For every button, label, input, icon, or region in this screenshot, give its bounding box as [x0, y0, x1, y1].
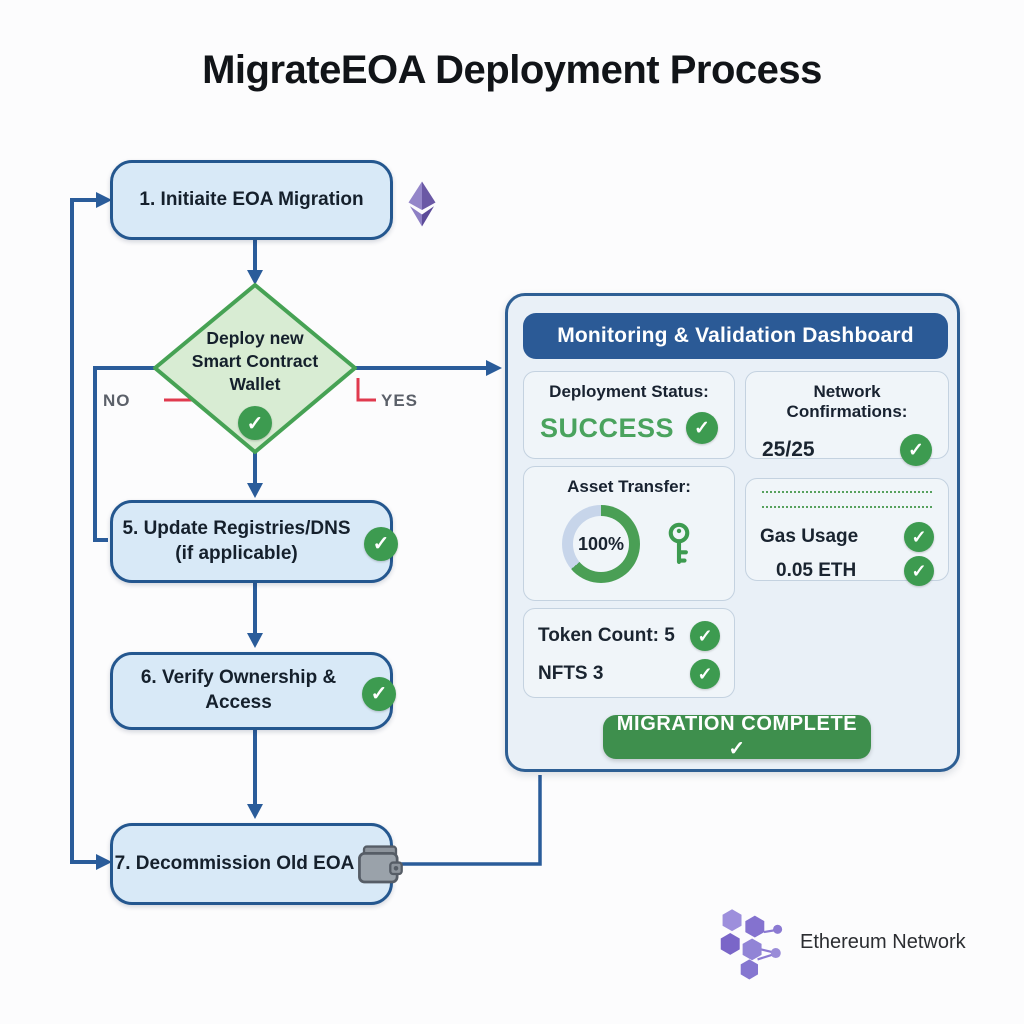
- flow-step-decommission-eoa: 7. Decommission Old EOA: [110, 823, 403, 905]
- monitoring-dashboard: Monitoring & Validation Dashboard Deploy…: [505, 293, 960, 772]
- check-icon: [904, 556, 934, 586]
- flow-step-initiate-migration: 1. Initiaite EOA Migration: [110, 160, 393, 240]
- flow-step-update-registries: 5. Update Registries/DNS (if applicable): [110, 500, 398, 583]
- check-icon: [686, 412, 719, 444]
- nfts-label: NFTS: [538, 663, 588, 684]
- step-label: 7. Decommission Old EOA: [114, 852, 355, 874]
- ethereum-icon: [408, 181, 436, 227]
- ethereum-network-logo: [720, 909, 783, 980]
- branch-no-label: NO: [103, 391, 131, 410]
- token-count-card: Token Count: 5 NFTS 3: [523, 608, 735, 698]
- step-label: 1. Initiaite EOA Migration: [139, 188, 364, 210]
- gas-usage-value: 0.05 ETH: [776, 560, 857, 581]
- network-confirmations-card: Network Confirmations: 25/25: [745, 371, 949, 466]
- decision-diamond: [153, 283, 357, 454]
- network-name-label: Ethereum Network: [800, 931, 966, 953]
- wallet-icon: [358, 845, 403, 884]
- deployment-status-label: Deployment Status:: [549, 382, 709, 401]
- network-confirmations-label: Network Confirmations:: [786, 382, 908, 421]
- asset-transfer-label: Asset Transfer:: [567, 477, 691, 496]
- branch-yes-label: YES: [381, 391, 419, 410]
- deployment-status-value: SUCCESS: [539, 412, 675, 443]
- asset-transfer-progress-ring: 100%: [562, 505, 640, 583]
- network-confirmations-value: 25/25: [762, 438, 815, 461]
- nfts-value: 3: [592, 663, 604, 684]
- decision-label: Deploy new Smart Contract Wallet: [191, 328, 319, 394]
- gas-sparkline: [762, 491, 932, 508]
- dashboard-title: Monitoring & Validation Dashboard: [523, 313, 948, 359]
- token-count-row: Token Count: 5: [538, 625, 675, 647]
- migration-complete-button[interactable]: MIGRATION COMPLETE ✓: [603, 713, 871, 760]
- step-label: 5. Update Registries/DNS (if applicable): [122, 517, 351, 564]
- migration-complete-label: MIGRATION COMPLETE ✓: [616, 713, 858, 760]
- token-count-value: 5: [664, 625, 675, 646]
- asset-transfer-card: Asset Transfer: 100%: [523, 466, 735, 601]
- page-title: MigrateEOA Deployment Process: [202, 48, 822, 92]
- check-icon: [900, 434, 932, 466]
- gas-usage-label: Gas Usage: [760, 526, 859, 547]
- check-icon: [238, 406, 272, 440]
- check-icon: [690, 621, 720, 651]
- check-icon: [362, 677, 396, 711]
- check-icon: [364, 527, 398, 561]
- flow-step-verify-ownership: 6. Verify Ownership & Access: [110, 652, 396, 730]
- token-count-label: Token Count:: [538, 625, 660, 646]
- asset-transfer-progress-value: 100%: [577, 533, 625, 554]
- step-label: 6. Verify Ownership & Access: [140, 667, 337, 713]
- deployment-status-card: Deployment Status: SUCCESS: [523, 371, 735, 459]
- nfts-row: NFTS 3: [538, 663, 603, 685]
- dashboard-title-label: Monitoring & Validation Dashboard: [557, 324, 914, 347]
- key-icon: [668, 522, 690, 564]
- gas-usage-card: Gas Usage 0.05 ETH: [745, 478, 949, 586]
- check-icon: [904, 522, 934, 552]
- check-icon: [690, 659, 720, 689]
